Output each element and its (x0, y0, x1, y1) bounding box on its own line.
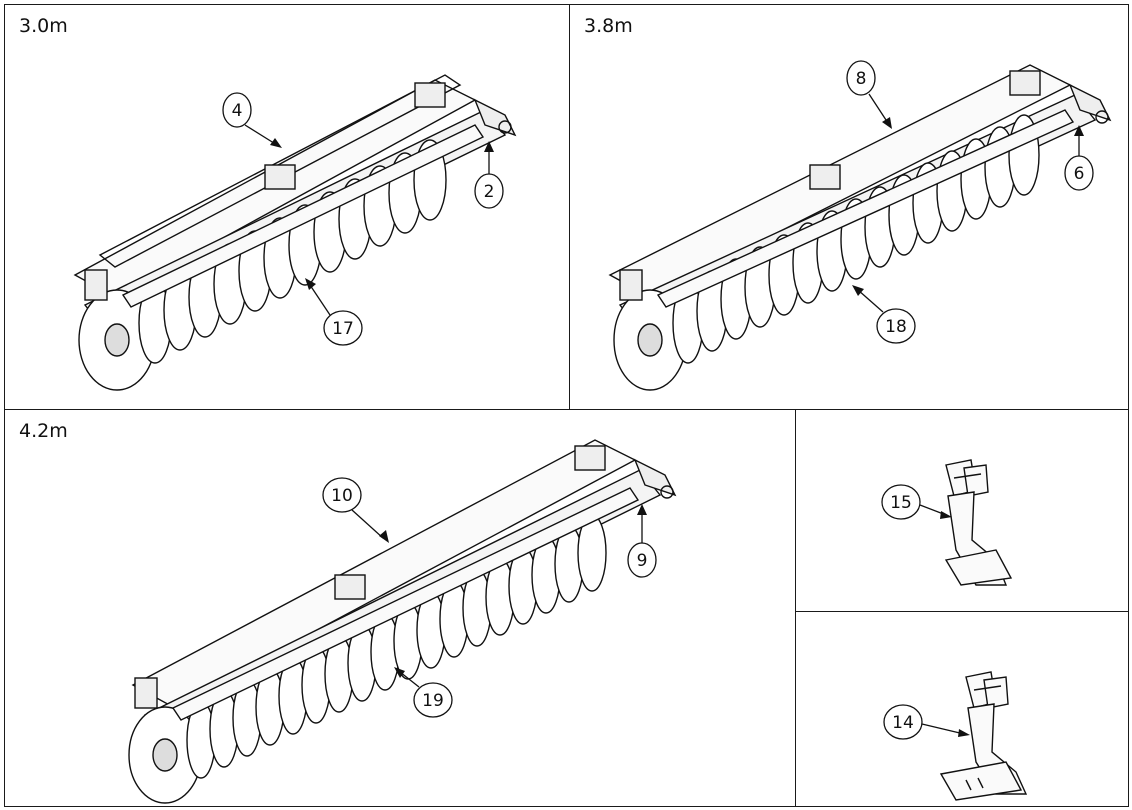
callout-label: 10 (331, 486, 353, 506)
callout-10: 10 (322, 477, 389, 543)
callout-8: 8 (846, 60, 892, 129)
panel-title: 4.2m (19, 420, 68, 442)
callout-9: 9 (627, 504, 657, 578)
callout-14: 14 (883, 704, 970, 740)
panel-tine-14: 14 (795, 611, 1129, 807)
callout-label: 2 (484, 182, 495, 202)
callout-19: 19 (394, 667, 453, 718)
callout-label: 17 (332, 319, 354, 339)
roller-drawing-3-0m: 4 2 17 (73, 74, 517, 391)
tine-drawing-15: 15 (881, 459, 1013, 586)
roller-drawing-4-2m: 10 9 19 (128, 439, 677, 804)
callout-label: 8 (856, 69, 867, 89)
callout-label: 6 (1074, 164, 1085, 184)
callout-2: 2 (474, 141, 504, 209)
callout-label: 15 (890, 493, 912, 513)
callout-17: 17 (305, 278, 363, 346)
callout-label: 9 (637, 551, 648, 571)
callout-18: 18 (852, 285, 916, 344)
panel-3-0m: 3.0m (4, 4, 570, 410)
panel-4-2m: 4.2m (4, 409, 796, 807)
roller-drawing-3-8m: 8 6 18 (608, 60, 1112, 391)
callout-label: 14 (892, 713, 914, 733)
panel-3-8m: 3.8m (569, 4, 1129, 410)
callout-6: 6 (1064, 125, 1094, 191)
callout-label: 4 (232, 101, 243, 121)
panel-tine-15: 15 (795, 409, 1129, 612)
tine-drawing-14: 14 (883, 671, 1028, 801)
panel-title: 3.8m (584, 15, 633, 37)
callout-label: 19 (422, 691, 444, 711)
panel-title: 3.0m (19, 15, 68, 37)
callout-label: 18 (885, 317, 907, 337)
callout-15: 15 (881, 484, 952, 520)
callout-4: 4 (222, 92, 282, 148)
